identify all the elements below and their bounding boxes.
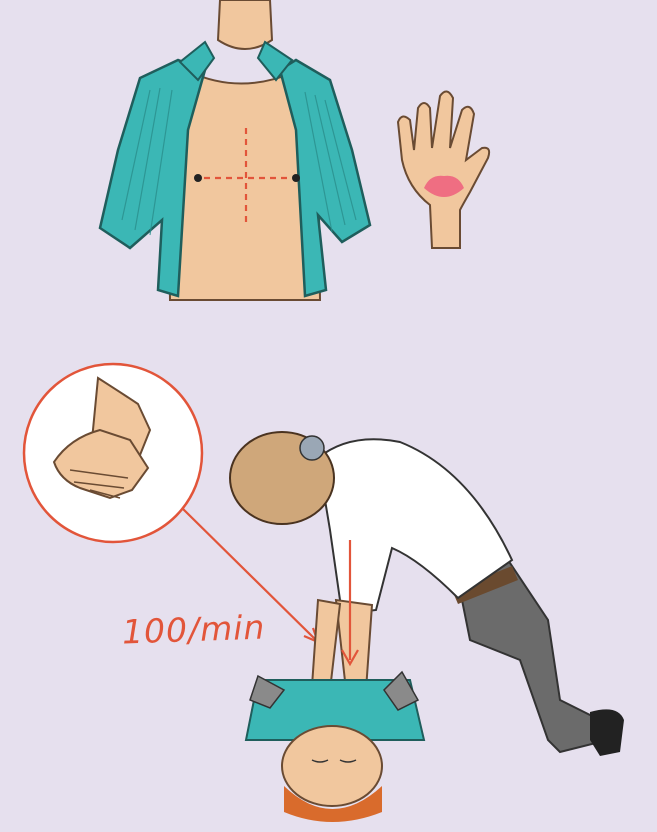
chest-diagram: [100, 0, 370, 300]
patient-figure: [246, 672, 424, 822]
compression-rate-label: 100/min: [121, 608, 266, 652]
patient-head: [282, 726, 382, 806]
hand-heel-diagram: [398, 91, 489, 248]
